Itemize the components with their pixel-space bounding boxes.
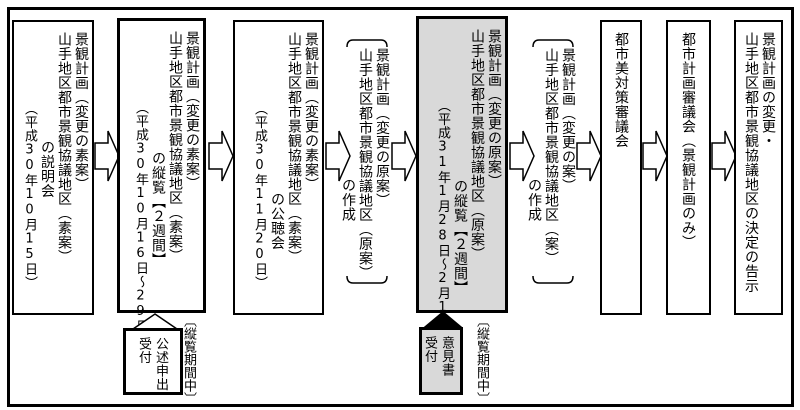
step-9-line-2: 山手地区都市景観協議地区の決定の告示 (743, 32, 759, 293)
step-9-public-notice-box: 景観計画の変更・ 山手地区都市景観協議地区の決定の告示 (734, 20, 783, 315)
step-1-briefing-box: 景観計画（変更の素案） 山手地区都市景観協議地区（素案） の説明会 （平成30年… (12, 20, 94, 315)
step-1-line-3: の説明会 (39, 140, 55, 198)
sub-box-line-2: 受付 (422, 336, 437, 363)
bracket-top (532, 39, 574, 48)
inspection-period-note: 〔縦覧期間中〕 (474, 314, 489, 405)
step-4-line-1: 景観計画（変更の原案） (374, 48, 390, 208)
right-arrow-icon (208, 130, 234, 182)
step-5-line-3: の縦覧【２週間】 (452, 179, 468, 295)
inspection-period-note: 〔縦覧期間中〕 (181, 314, 196, 405)
step-6-plan-draft: 景観計画（変更の案） 山手地区都市景観協議地区（案） の作成 (526, 48, 576, 278)
sub-box-line-1: 意見書 (439, 336, 454, 377)
step-5-line-1: 景観計画（変更の原案） (486, 29, 502, 189)
right-arrow-icon (509, 130, 535, 182)
sub-box-line-2: 受付 (136, 337, 151, 364)
step-5-date: （平成31年1月28日～2月12日） (435, 99, 450, 358)
step-2-line-2: 山手地区都市景観協議地区（素案） (167, 31, 183, 263)
step-1-line-1: 景観計画（変更の素案） (73, 32, 89, 192)
right-arrow-icon (576, 130, 602, 182)
step-3-hearing-box: 景観計画（変更の素案） 山手地区都市景観協議地区（素案） の公聴会 （平成30年… (233, 20, 324, 315)
step-5-line-2: 山手地区都市景観協議地区（原案） (469, 29, 485, 261)
step-3-line-1: 景観計画（変更の素案） (303, 32, 319, 192)
bracket-bottom (532, 275, 574, 284)
bracket-bottom (346, 275, 388, 284)
step-8-line-1: 都市計画審議会（景観計画のみ） (680, 32, 696, 250)
step-2-line-1: 景観計画（変更の素案） (184, 31, 200, 191)
diagram-frame (7, 7, 794, 407)
sub-box-line-1: 公述申出 (153, 337, 168, 391)
step-1-date: （平成30年10月15日） (22, 102, 37, 290)
step-9-line-1: 景観計画の変更・ (760, 32, 776, 148)
right-arrow-icon (391, 130, 417, 182)
right-arrow-icon (325, 130, 351, 182)
public-statement-request-box: 公述申出 受付 (123, 328, 183, 395)
step-8-city-planning-council-box: 都市計画審議会（景観計画のみ） (666, 20, 711, 315)
right-arrow-icon (642, 130, 668, 182)
step-2-date: （平成30年10月16日～29日） (133, 101, 148, 347)
step-7-line-1: 都市美対策審議会 (613, 32, 629, 148)
step-6-line-1: 景観計画（変更の案） (560, 48, 576, 193)
step-1-line-2: 山手地区都市景観協議地区（素案） (56, 32, 72, 264)
step-2-line-3: の縦覧【２週間】 (150, 151, 166, 267)
opinion-letter-box: 意見書 受付 (419, 327, 463, 395)
step-3-date: （平成30年11月20日） (252, 102, 267, 290)
right-arrow-icon (94, 130, 120, 182)
step-5-inspection-box: 景観計画（変更の原案） 山手地区都市景観協議地区（原案） の縦覧【２週間】 （平… (416, 16, 508, 358)
step-4-line-2: 山手地区都市景観協議地区（原案） (357, 48, 373, 280)
step-3-line-2: 山手地区都市景観協議地区（素案） (286, 32, 302, 264)
step-4-line-3: の作成 (340, 178, 356, 222)
step-6-line-3: の作成 (526, 178, 542, 222)
bracket-top (346, 39, 388, 48)
step-2-inspection-box: 景観計画（変更の素案） 山手地区都市景観協議地区（素案） の縦覧【２週間】 （平… (117, 18, 206, 347)
step-4-original-draft: 景観計画（変更の原案） 山手地区都市景観協議地区（原案） の作成 (340, 48, 390, 280)
step-6-line-2: 山手地区都市景観協議地区（案） (543, 48, 559, 266)
right-arrow-icon (711, 130, 737, 182)
step-3-line-3: の公聴会 (269, 192, 285, 250)
step-7-urban-beauty-council-box: 都市美対策審議会 (600, 20, 642, 315)
